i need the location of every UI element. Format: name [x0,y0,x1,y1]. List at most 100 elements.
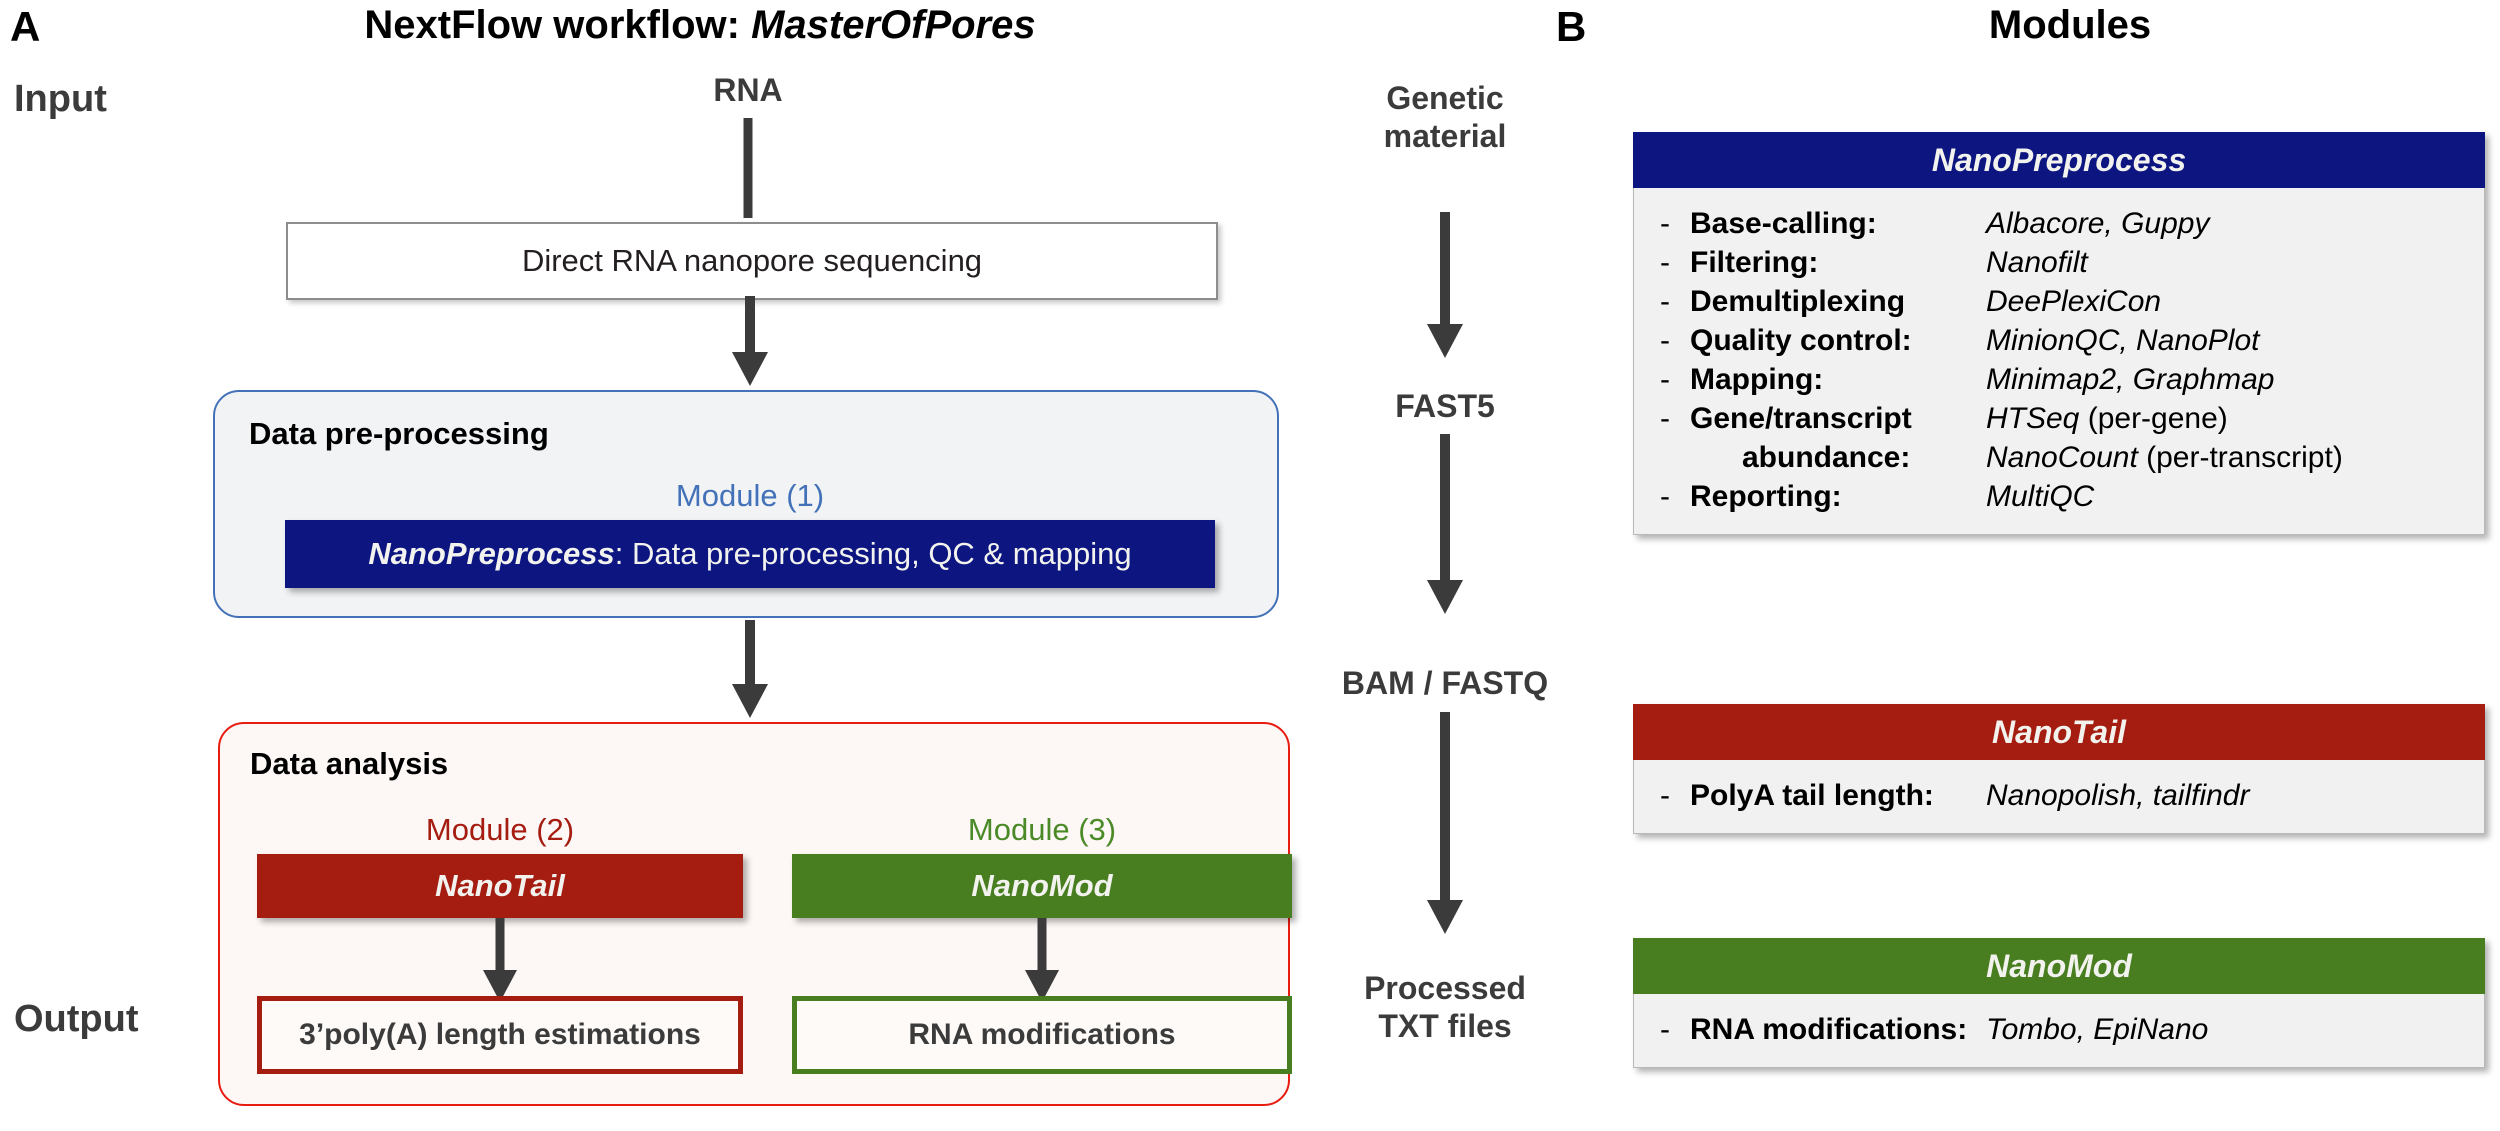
panel-b-title: Modules [1988,3,2152,47]
nanopreprocess-bar-rest: : Data pre-processing, QC & mapping [614,536,1132,571]
nanotail-output-box: 3’poly(A) length estimations [257,996,743,1074]
arrow-rna-to-sequencing [743,118,753,218]
module-row: - Mapping: Minimap2, Graphmap [1634,360,2484,399]
row-value-main: DeePlexiCon [1986,285,2162,318]
arrow-nanotail-to-output [483,918,517,1002]
module-card-nanopreprocess: NanoPreprocess - Base-calling: Albacore,… [1633,132,2485,535]
row-value: MultiQC [1986,477,2094,516]
panel-a-title-plain: NextFlow workflow: [364,3,752,47]
arrow-nanomod-to-output [1025,918,1059,1002]
row-value-main: MultiQC [1986,480,2095,513]
module-row: - Quality control: MinionQC, NanoPlot [1634,321,2484,360]
row-dash: - [1660,207,1670,240]
module-row: abundance: NanoCount (per-transcript) [1634,438,2484,477]
nanomod-output-box: RNA modifications [792,996,1292,1074]
row-key: Quality control: [1690,324,1912,357]
row-value-main: Minimap2, Graphmap [1986,363,2275,396]
preprocess-group: Data pre-processing Module (1) NanoPrepr… [213,390,1279,618]
panel-a-title-italic: MasterOfPores [751,3,1036,47]
panel-a-title: NextFlow workflow: MasterOfPores [300,4,1100,46]
row-label-input: Input [14,78,107,120]
nanopreprocess-bar: NanoPreprocess: Data pre-processing, QC … [285,520,1215,588]
panel-a-letter: A [10,3,41,50]
arrow-preprocess-to-analysis [732,620,768,718]
module-card-nanomod: NanoMod - RNA modifications: Tombo, EpiN… [1633,938,2485,1068]
row-dash: - [1660,285,1670,318]
row-value-main: NanoCount [1986,441,2138,474]
module-row: - Demultiplexing DeePlexiCon [1634,282,2484,321]
module-card-nanopreprocess-header: NanoPreprocess [1633,132,2485,188]
row-value: Tombo, EpiNano [1986,1010,2208,1049]
sequencing-box: Direct RNA nanopore sequencing [286,222,1218,300]
module-row: - Reporting: MultiQC [1634,477,2484,516]
module-card-nanotail-title: NanoTail [1992,713,2126,750]
row-value-tail: (per-transcript) [2137,441,2343,474]
row-key: Filtering: [1690,246,1819,279]
row-key: Reporting: [1690,480,1842,513]
module-card-nanomod-header: NanoMod [1633,938,2485,994]
panel-b-letter: B [1556,3,1587,50]
row-key: Base-calling: [1690,207,1877,240]
rna-label: RNA [713,72,783,108]
preprocess-group-title: Data pre-processing [249,416,549,451]
nanomod-bar-name: NanoMod [971,868,1113,903]
module-1-caption: Module (1) [675,478,825,513]
nanopreprocess-bar-name: NanoPreprocess [368,536,615,571]
module-3-caption: Module (3) [967,812,1117,847]
stage-genetic-material-line2: material [1383,117,1507,154]
row-value-main: MinionQC, NanoPlot [1986,324,2260,357]
module-card-nanopreprocess-title: NanoPreprocess [1931,141,2187,178]
module-row: - Base-calling: Albacore, Guppy [1634,204,2484,243]
stage-bam-fastq: BAM / FASTQ [1341,665,1549,701]
row-dash: - [1660,779,1670,812]
arrow-sequencing-to-preprocess [732,296,768,386]
row-key: PolyA tail length: [1690,779,1934,812]
nanomod-bar: NanoMod [792,854,1292,918]
module-row: - Gene/transcript HTSeq (per-gene) [1634,399,2484,438]
module-card-nanotail-header: NanoTail [1633,704,2485,760]
nanotail-bar-label: NanoTail [435,868,565,904]
row-key: RNA modifications: [1690,1013,1968,1046]
row-key: Mapping: [1690,363,1824,396]
nanotail-output-label: 3’poly(A) length estimations [299,1018,701,1051]
row-dash: - [1660,402,1670,435]
stage-processed-txt-line1: Processed [1364,970,1526,1006]
row-value-main: Nanopolish, tailfindr [1986,779,2250,812]
module-2-caption: Module (2) [425,812,575,847]
row-value: DeePlexiCon [1986,282,2161,321]
module-card-nanomod-body: - RNA modifications: Tombo, EpiNano [1633,994,2485,1068]
row-value: Minimap2, Graphmap [1986,360,2274,399]
nanomod-output-label: RNA modifications [908,1018,1176,1051]
row-value: Nanopolish, tailfindr [1986,776,2249,815]
row-value-main: HTSeq [1986,402,2080,435]
row-dash: - [1660,480,1670,513]
row-value: Albacore, Guppy [1986,204,2209,243]
row-value-main: Albacore, Guppy [1986,207,2210,240]
module-card-nanotail-body: - PolyA tail length: Nanopolish, tailfin… [1633,760,2485,834]
arrow-bam-to-processed [1427,712,1463,934]
stage-processed-txt-line2: TXT files [1378,1007,1512,1044]
row-label-output: Output [14,998,139,1040]
arrow-fast5-to-bam [1427,434,1463,614]
row-value: HTSeq (per-gene) [1986,399,2228,438]
module-card-nanopreprocess-body: - Base-calling: Albacore, Guppy - Filter… [1633,188,2485,535]
arrow-genetic-to-fast5 [1427,212,1463,358]
analysis-group: Data analysis Module (2) NanoTail 3’poly… [218,722,1292,1106]
row-dash: - [1660,363,1670,396]
sequencing-box-label: Direct RNA nanopore sequencing [521,243,983,278]
module-row: - RNA modifications: Tombo, EpiNano [1634,1010,2484,1049]
module-card-nanotail: NanoTail - PolyA tail length: Nanopolish… [1633,704,2485,834]
nanopreprocess-bar-label: NanoPreprocess: Data pre-processing, QC … [368,536,1131,572]
row-key: abundance: [1742,441,1911,474]
row-key: Gene/transcript [1690,402,1912,435]
nanotail-bar-name: NanoTail [435,868,565,903]
row-value: MinionQC, NanoPlot [1986,321,2259,360]
stage-genetic-material: Genetic material [1340,80,1550,156]
analysis-group-title: Data analysis [250,746,449,781]
row-value-main: Tombo, EpiNano [1986,1013,2209,1046]
module-row: - PolyA tail length: Nanopolish, tailfin… [1634,776,2484,815]
row-value: Nanofilt [1986,243,2088,282]
stage-fast5: FAST5 [1395,388,1495,424]
row-value-tail: (per-gene) [2079,402,2228,435]
row-value: NanoCount (per-transcript) [1986,438,2343,477]
